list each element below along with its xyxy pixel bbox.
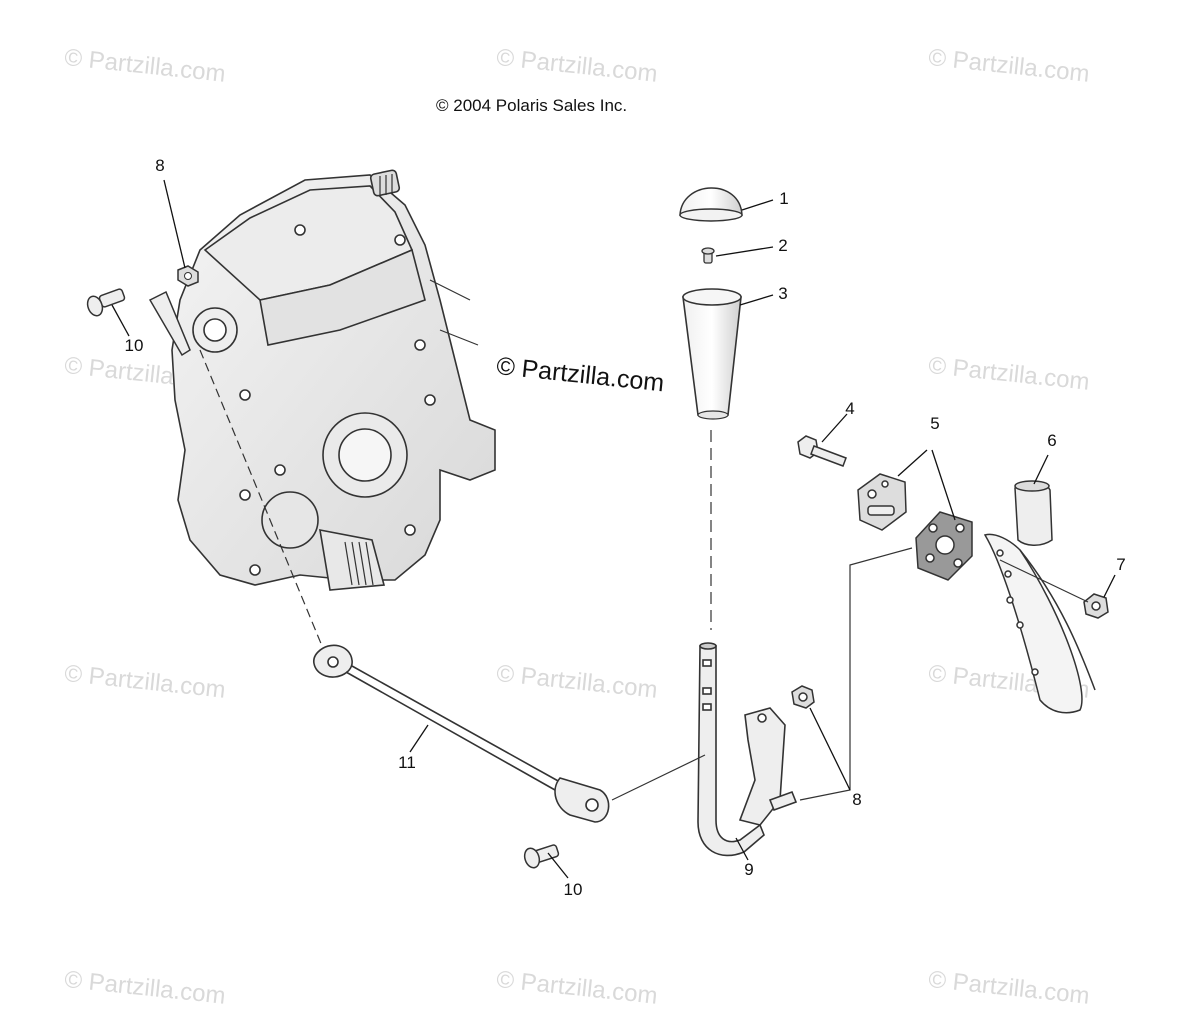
callout-3: 3 <box>778 284 788 303</box>
copyright-text: © 2004 Polaris Sales Inc. <box>436 96 628 115</box>
callout-10b: 10 <box>563 880 583 899</box>
bolt-icon <box>797 435 847 467</box>
shift-lever <box>697 642 798 857</box>
callout-9: 9 <box>744 860 754 879</box>
callout-8b: 8 <box>852 790 862 809</box>
callout-4: 4 <box>845 399 855 418</box>
nut-icon <box>1083 593 1109 619</box>
knob-cap <box>679 187 743 216</box>
cover-icon <box>1014 480 1053 546</box>
screw-icon <box>701 247 715 264</box>
nut-icon <box>791 685 815 709</box>
body-bracket <box>983 533 1096 714</box>
leader-lines <box>111 179 1116 879</box>
callout-8a: 8 <box>155 156 165 175</box>
callout-1: 1 <box>779 189 789 208</box>
pin-icon <box>86 288 126 317</box>
callout-6: 6 <box>1047 431 1057 450</box>
link-rod <box>313 644 610 823</box>
shift-arm <box>148 290 191 357</box>
callout-11: 11 <box>398 753 416 772</box>
bushing-icon <box>915 511 973 581</box>
pin-icon <box>523 844 560 869</box>
callout-7: 7 <box>1116 555 1126 574</box>
callout-5: 5 <box>930 414 940 433</box>
bushing-icon <box>857 473 907 531</box>
grip <box>682 296 742 416</box>
transmission-assembly <box>171 169 496 591</box>
callout-10a: 10 <box>124 336 144 355</box>
callout-2: 2 <box>778 236 788 255</box>
